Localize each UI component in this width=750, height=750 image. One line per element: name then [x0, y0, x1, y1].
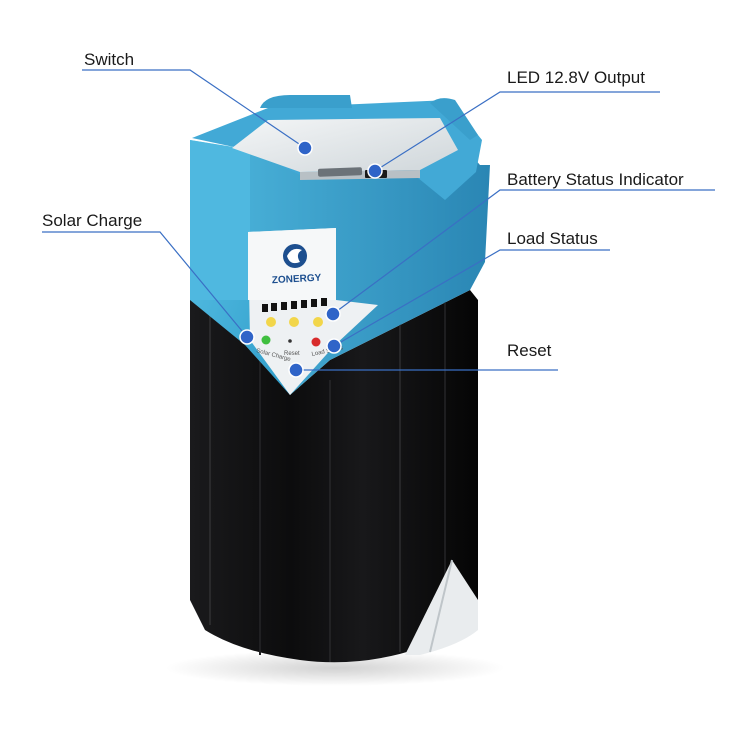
led-output-leader [374, 91, 660, 172]
battery-status-leds [266, 317, 323, 327]
callout-reset: Reset [507, 341, 552, 360]
solar-charge-dot [239, 329, 255, 345]
switch-dot [297, 140, 313, 156]
solar-charge-leader [42, 231, 248, 338]
callout-led-output: LED 12.8V Output [507, 68, 645, 87]
zonergy-logo-icon [283, 244, 307, 268]
battery-status-bars [262, 298, 327, 312]
reset-hole [288, 339, 292, 343]
callout-solar-charge: Solar Charge [42, 211, 143, 230]
callout-battery-status: Battery Status Indicator [507, 170, 684, 189]
load-status-led [311, 337, 321, 347]
callout-load-status: Load Status [507, 229, 598, 248]
callout-switch: Switch [84, 50, 135, 69]
panel-label-reset: Reset [284, 351, 300, 357]
switch-leader [82, 69, 306, 149]
battery-led-3 [313, 317, 323, 327]
callout-lines [42, 69, 715, 371]
battery-led-1 [266, 317, 276, 327]
led-output-dot [367, 163, 383, 179]
floor-shadow [165, 650, 505, 686]
callout-dots [239, 140, 383, 378]
switch-slot [317, 167, 363, 177]
load-status-dot [326, 338, 342, 354]
battery-status-dot [325, 306, 341, 322]
device-black-base [190, 290, 478, 663]
battery-status-leader [332, 189, 715, 315]
battery-led-2 [289, 317, 299, 327]
reset-dot [288, 362, 304, 378]
brand-text: ZONERGY [272, 273, 322, 287]
load-status-leader [333, 249, 610, 347]
solar-charge-led [261, 335, 271, 345]
